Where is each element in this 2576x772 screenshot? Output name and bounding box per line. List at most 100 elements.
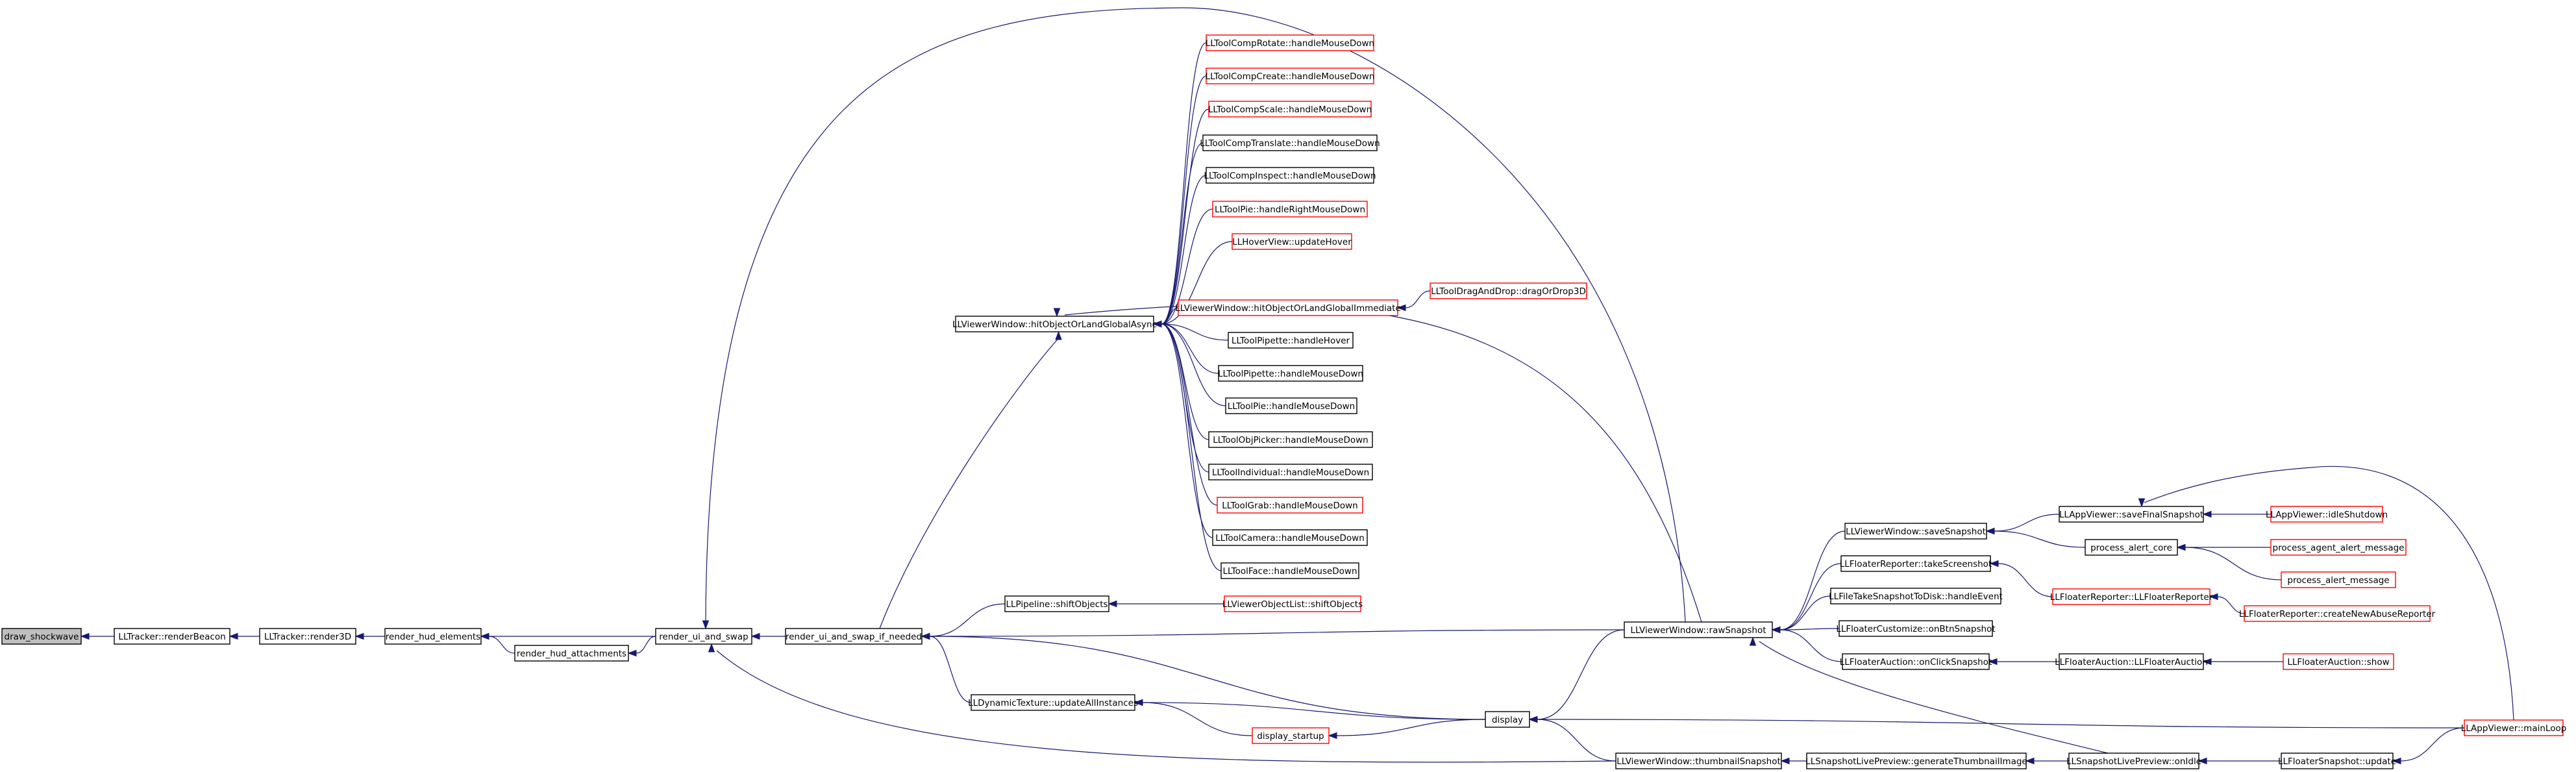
node-render-hud-elements[interactable]: render_hud_elements <box>384 628 482 645</box>
node-render-ui-and-swap-if-needed[interactable]: render_ui_and_swap_if_needed <box>785 628 923 645</box>
nodes: draw_shockwave LLTracker::renderBeacon LLT… <box>1 34 2567 769</box>
node-process-alert-core[interactable]: process_alert_core <box>2085 539 2178 556</box>
edge-line <box>1161 208 1213 325</box>
edge-line <box>1161 323 1226 406</box>
edge-render_ui_and_swap_if_needed-to-hit_object_async <box>879 330 1062 629</box>
node-label: LLToolObjPicker::handleMouseDown <box>1213 435 1368 445</box>
edge-arrowhead <box>702 620 710 630</box>
node-grab[interactable]: LLToolGrab::handleMouseDown <box>1217 497 1363 514</box>
node-box <box>1208 101 1372 118</box>
node-comp-create[interactable]: LLToolCompCreate::handleMouseDown <box>1206 68 1375 84</box>
node-render-beacon[interactable]: LLTracker::renderBeacon <box>114 628 230 645</box>
node-hit-object-async[interactable]: LLViewerWindow::hitObjectOrLandGlobalAsy… <box>952 316 1157 332</box>
edge-arrowhead <box>627 649 637 657</box>
node-display[interactable]: display <box>1485 711 1530 728</box>
node-box <box>2068 753 2199 769</box>
edge-line <box>1161 323 1229 341</box>
node-save-snapshot[interactable]: LLViewerWindow::saveSnapshot <box>1844 523 1987 540</box>
node-display-startup[interactable]: display_startup <box>1252 727 1330 744</box>
node-pie-right[interactable]: LLToolPie::handleRightMouseDown <box>1212 201 1368 218</box>
edge-line <box>1161 42 1207 325</box>
node-pipeline-shift[interactable]: LLPipeline::shiftObjects <box>1004 595 1109 612</box>
edge-arrowhead <box>1985 527 1995 535</box>
node-box <box>1202 134 1378 151</box>
node-label: LLFloaterReporter::LLFloaterReporter <box>2050 592 2213 603</box>
edge-pie_down-to-hit_object_async <box>1152 320 1226 406</box>
node-auction-ctor[interactable]: LLFloaterAuction::LLFloaterAuction <box>2055 653 2208 670</box>
node-obj-picker[interactable]: LLToolObjPicker::handleMouseDown <box>1208 431 1373 448</box>
node-box <box>1 628 82 645</box>
node-label: LLFloaterAuction::onClickSnapshot <box>1840 657 1992 667</box>
node-idle-shutdown[interactable]: LLAppViewer::idleShutdown <box>2266 506 2388 523</box>
edge-individual-to-hit_object_async <box>1152 320 1209 473</box>
edge-raw_snapshot-to-render_ui_and_swap <box>702 7 1686 630</box>
edge-arrowhead <box>2025 757 2035 765</box>
edge-arrowhead <box>921 632 930 640</box>
node-take-snapshot-disk[interactable]: LLFileTakeSnapshotToDisk::handleEvent <box>1829 588 2003 604</box>
node-save-final[interactable]: LLAppViewer::saveFinalSnapshot <box>2059 506 2204 523</box>
node-process-alert[interactable]: process_alert_message <box>2281 571 2396 588</box>
edge-create_abuse-to-reporter_ctor <box>2209 593 2245 614</box>
node-box <box>1844 523 1987 540</box>
edge-thumbnail_snapshot-to-display <box>1528 716 1616 762</box>
node-comp-inspect[interactable]: LLToolCompInspect::handleMouseDown <box>1204 167 1376 184</box>
node-live-preview-idle[interactable]: LLSnapshotLivePreview::onIdle <box>2066 753 2201 769</box>
node-camera[interactable]: LLToolCamera::handleMouseDown <box>1212 529 1368 546</box>
edge-comp_create-to-hit_object_async <box>1152 75 1207 328</box>
node-box <box>1830 588 2001 604</box>
node-hover-view[interactable]: LLHoverView::updateHover <box>1232 233 1352 250</box>
node-comp-rotate[interactable]: LLToolCompRotate::handleMouseDown <box>1206 34 1374 51</box>
node-box <box>1212 201 1368 218</box>
node-box <box>2281 571 2396 588</box>
node-process-agent-alert[interactable]: process_agent_alert_message <box>2270 539 2407 556</box>
node-label: LLSnapshotLivePreview::generateThumbnail… <box>1805 756 2027 767</box>
edge-arrowhead <box>1152 320 1162 328</box>
node-dyn-texture[interactable]: LLDynamicTexture::updateAllInstances <box>968 694 1138 711</box>
node-render-3d[interactable]: LLTracker::render3D <box>259 628 356 645</box>
edge-arrowhead <box>1771 626 1781 634</box>
node-reporter-ctor[interactable]: LLFloaterReporter::LLFloaterReporter <box>2050 588 2213 605</box>
edge-line <box>2217 596 2245 614</box>
node-auction-snapshot[interactable]: LLFloaterAuction::onClickSnapshot <box>1840 653 1992 670</box>
node-label: LLFloaterCustomize::onBtnSnapshot <box>1836 624 1995 634</box>
node-render-hud-attachments[interactable]: render_hud_attachments <box>514 645 629 662</box>
edge-line <box>1779 628 1840 630</box>
node-render-ui-and-swap[interactable]: render_ui_and_swap <box>655 628 752 645</box>
edge-comp_rotate-to-hit_object_async <box>1152 42 1207 328</box>
node-raw-snapshot[interactable]: LLViewerWindow::rawSnapshot <box>1624 621 1773 638</box>
node-main-loop[interactable]: LLAppViewer::mainLoop <box>2461 719 2567 736</box>
node-auction-show[interactable]: LLFloaterAuction::show <box>2283 653 2394 670</box>
node-hit-object-immediate[interactable]: LLViewerWindow::hitObjectOrLandGlobalImm… <box>1175 299 1401 316</box>
node-comp-translate[interactable]: LLToolCompTranslate::handleMouseDown <box>1200 134 1380 151</box>
edge-line <box>636 636 656 654</box>
node-label: process_alert_message <box>2287 575 2389 586</box>
node-take-screenshot[interactable]: LLFloaterReporter::takeScreenshot <box>1840 555 1992 572</box>
node-gen-thumbnail[interactable]: LLSnapshotLivePreview::generateThumbnail… <box>1805 753 2027 769</box>
node-label: LLFloaterSnapshot::update <box>2278 756 2396 767</box>
node-box <box>1252 727 1330 744</box>
node-box <box>1208 464 1373 480</box>
node-label: LLFloaterReporter::createNewAbuseReporte… <box>2239 609 2436 619</box>
node-drag-drop[interactable]: LLToolDragAndDrop::dragOrDrop3D <box>1430 282 1587 299</box>
edge-arrowhead <box>2202 510 2212 518</box>
node-box <box>1624 621 1773 638</box>
node-pipette-hover[interactable]: LLToolPipette::handleHover <box>1228 332 1354 349</box>
node-customize-snapshot[interactable]: LLFloaterCustomize::onBtnSnapshot <box>1836 620 1996 637</box>
node-objectlist-shift[interactable]: LLViewerObjectList::shiftObjects <box>1222 595 1363 612</box>
node-floater-snapshot-update[interactable]: LLFloaterSnapshot::update <box>2278 753 2396 769</box>
node-pie-down[interactable]: LLToolPie::handleMouseDown <box>1225 397 1357 414</box>
node-comp-scale[interactable]: LLToolCompScale::handleMouseDown <box>1208 101 1372 118</box>
node-pipette-down[interactable]: LLToolPipette::handleMouseDown <box>1218 365 1363 382</box>
node-draw-shockwave[interactable]: draw_shockwave <box>1 628 82 645</box>
node-box <box>2085 539 2178 556</box>
node-create-abuse[interactable]: LLFloaterReporter::createNewAbuseReporte… <box>2239 605 2436 622</box>
edge-line <box>1161 323 1222 571</box>
node-label: LLViewerWindow::thumbnailSnapshot <box>1616 756 1781 767</box>
edge-raw_snapshot-to-display <box>1528 629 1625 723</box>
node-face[interactable]: LLToolFace::handleMouseDown <box>1220 562 1359 579</box>
edge-grab-to-hit_object_async <box>1152 320 1218 506</box>
node-box <box>1806 753 2027 769</box>
node-thumbnail-snapshot[interactable]: LLViewerWindow::thumbnailSnapshot <box>1615 753 1782 769</box>
edge-render_beacon-to-draw_shockwave <box>80 632 114 640</box>
node-individual[interactable]: LLToolIndividual::handleMouseDown <box>1208 464 1373 480</box>
